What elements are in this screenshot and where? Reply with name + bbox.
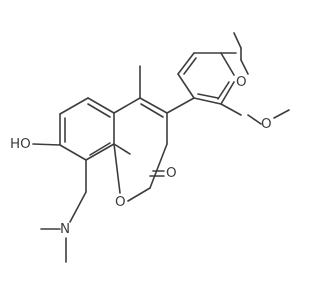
amine-nitrogen-label: N bbox=[60, 221, 70, 237]
ring-oxygen-label: O bbox=[115, 194, 126, 210]
carbonyl-oxygen-label: O bbox=[166, 165, 177, 181]
methoxy-oxygen-para-label: O bbox=[236, 74, 247, 90]
hydroxyl-label: HO bbox=[10, 136, 31, 152]
bonds bbox=[32, 32, 290, 263]
molecule-drawing: HO O O O O N bbox=[9, 32, 290, 263]
atom-labels: HO O O O O N bbox=[10, 74, 272, 237]
methoxy-oxygen-meta-label: O bbox=[261, 116, 272, 132]
label-masks bbox=[9, 73, 274, 238]
structure-canvas: HO O O O O N bbox=[9, 32, 290, 263]
